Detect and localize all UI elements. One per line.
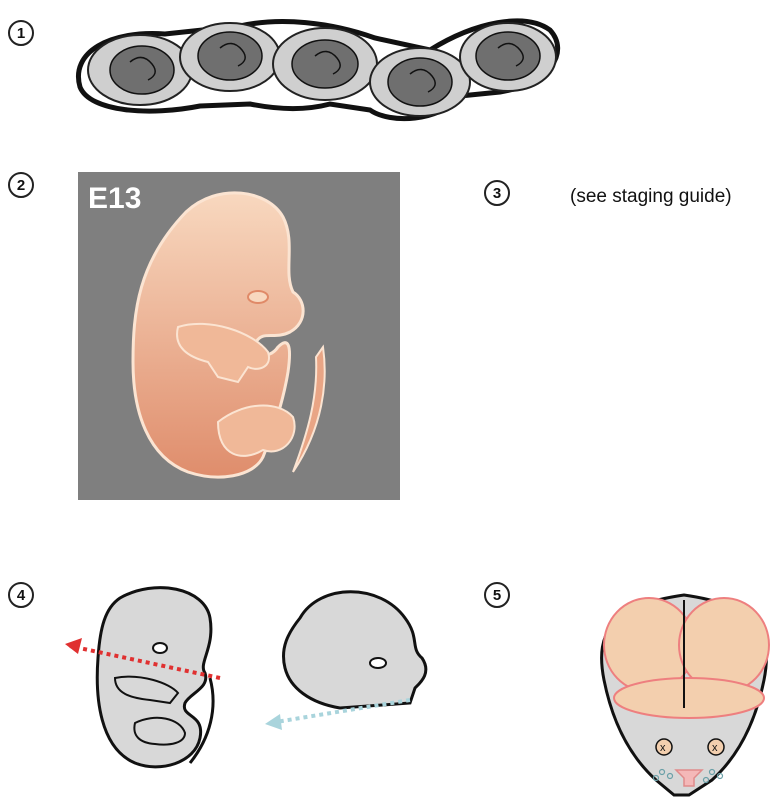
svg-text:x: x <box>660 742 666 754</box>
step-4-marker: 4 <box>8 582 34 608</box>
head-cross-section-icon: x x <box>594 590 774 800</box>
dissection-diagram-icon <box>60 578 430 778</box>
embryo-chain-icon <box>70 12 570 122</box>
embryo-illustration-icon <box>78 172 400 500</box>
e13-panel: E13 <box>78 172 400 500</box>
step-3-marker: 3 <box>484 180 510 206</box>
step-1-marker: 1 <box>8 20 34 46</box>
step-5-marker: 5 <box>484 582 510 608</box>
svg-text:x: x <box>712 742 718 754</box>
staging-guide-note: (see staging guide) <box>570 186 732 208</box>
step-2-marker: 2 <box>8 172 34 198</box>
